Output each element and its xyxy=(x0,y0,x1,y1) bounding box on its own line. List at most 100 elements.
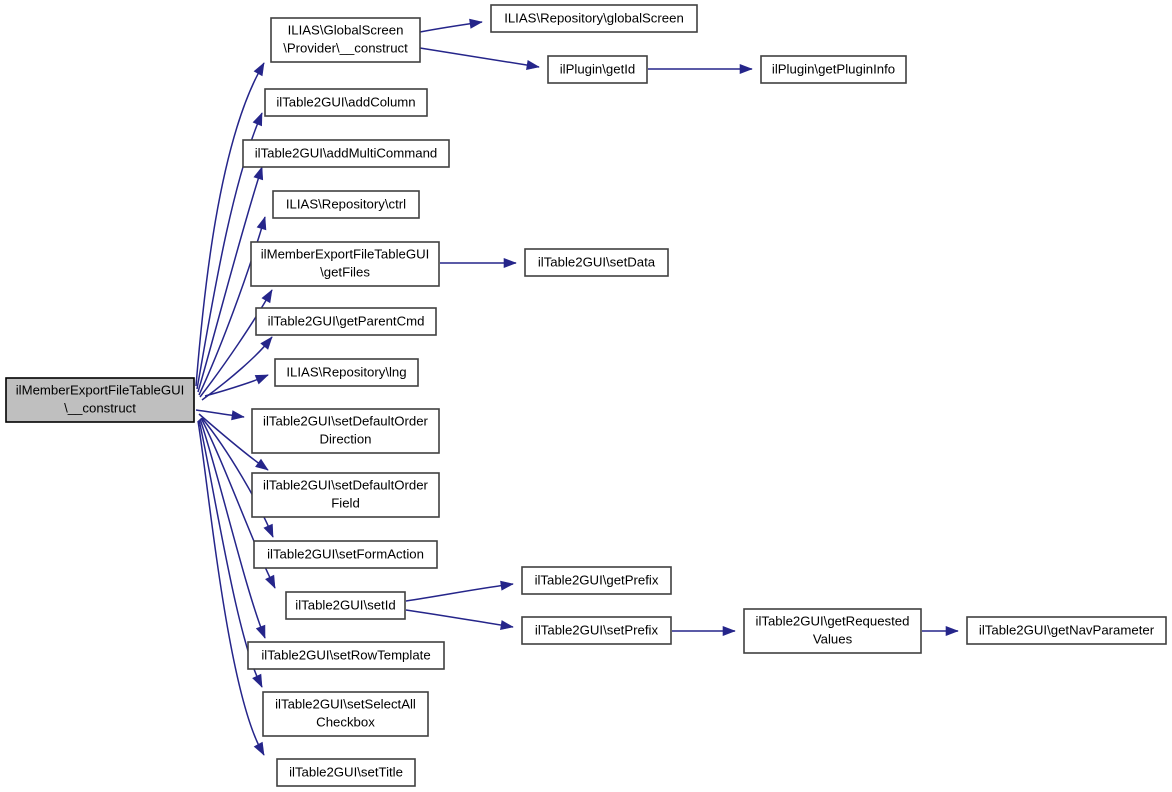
call-edge-arrowhead xyxy=(252,112,263,127)
node-label: ilTable2GUI\getRequested xyxy=(756,613,910,628)
node-label: Field xyxy=(331,495,360,510)
node-label: ILIAS\Repository\globalScreen xyxy=(504,10,684,25)
call-edge xyxy=(198,216,266,396)
call-edge-arrowhead xyxy=(255,458,269,471)
graph-node-ilplugin_getid[interactable]: ilPlugin\getId xyxy=(547,55,648,84)
graph-node-setdata[interactable]: ilTable2GUI\setData xyxy=(524,248,669,277)
node-box[interactable] xyxy=(255,307,437,336)
call-edge-arrowhead xyxy=(261,289,273,304)
node-label: ilTable2GUI\setSelectAll xyxy=(275,696,416,711)
node-box[interactable] xyxy=(760,55,907,84)
graph-node-settitle[interactable]: ilTable2GUI\setTitle xyxy=(276,758,416,787)
node-label: ilTable2GUI\setDefaultOrder xyxy=(263,477,429,492)
node-label: \__construct xyxy=(64,400,136,415)
node-label: ilMemberExportFileTableGUI xyxy=(261,246,430,261)
node-box[interactable] xyxy=(253,540,438,569)
node-box[interactable] xyxy=(524,248,669,277)
node-box[interactable] xyxy=(276,758,416,787)
node-label: ilTable2GUI\setId xyxy=(295,597,395,612)
call-edge xyxy=(405,609,514,628)
call-edge-arrowhead xyxy=(255,624,266,639)
node-label: ILIAS\Repository\ctrl xyxy=(286,196,406,211)
node-box[interactable] xyxy=(264,88,428,117)
node-label: ilTable2GUI\addColumn xyxy=(276,94,415,109)
node-label: ilPlugin\getId xyxy=(560,61,636,76)
call-edge-arrowhead xyxy=(722,625,736,637)
node-box[interactable] xyxy=(521,566,672,595)
node-label: ilTable2GUI\setFormAction xyxy=(267,546,424,561)
call-edge xyxy=(195,62,265,387)
call-edge-arrowhead xyxy=(253,62,265,77)
graph-node-setformaction[interactable]: ilTable2GUI\setFormAction xyxy=(253,540,438,569)
node-label: ilTable2GUI\setDefaultOrder xyxy=(263,413,429,428)
call-edge-arrowhead xyxy=(231,410,245,421)
call-edge xyxy=(201,417,274,538)
call-edge-arrowhead xyxy=(945,625,959,637)
node-box[interactable] xyxy=(274,358,419,387)
call-edge-arrowhead xyxy=(256,216,267,231)
node-label: ilTable2GUI\addMultiCommand xyxy=(255,145,438,160)
node-label: ILIAS\GlobalScreen xyxy=(288,22,404,37)
node-box[interactable] xyxy=(966,616,1167,645)
graph-node-getprefix[interactable]: ilTable2GUI\getPrefix xyxy=(521,566,672,595)
node-box[interactable] xyxy=(262,691,429,737)
node-box[interactable] xyxy=(247,641,445,670)
call-edge xyxy=(197,166,263,393)
node-box[interactable] xyxy=(743,608,922,654)
graph-node-setprefix[interactable]: ilTable2GUI\setPrefix xyxy=(521,616,672,645)
graph-node-getparentcmd[interactable]: ilTable2GUI\getParentCmd xyxy=(255,307,437,336)
node-box[interactable] xyxy=(490,4,698,33)
call-edge-arrowhead xyxy=(252,673,263,688)
call-edge xyxy=(200,417,276,589)
call-edge-arrowhead xyxy=(500,620,514,631)
call-edge-arrowhead xyxy=(265,574,276,589)
graph-node-setrowtemplate[interactable]: ilTable2GUI\setRowTemplate xyxy=(247,641,445,670)
call-edge-arrowhead xyxy=(254,374,269,385)
call-edge-arrowhead xyxy=(253,166,264,181)
graph-node-repository_lng[interactable]: ILIAS\Repository\lng xyxy=(274,358,419,387)
node-box[interactable] xyxy=(251,408,440,454)
node-box[interactable] xyxy=(272,190,420,219)
node-label: ILIAS\Repository\lng xyxy=(286,364,406,379)
graph-node-ilplugin_getplugininfo[interactable]: ilPlugin\getPluginInfo xyxy=(760,55,907,84)
graph-node-getnavparameter[interactable]: ilTable2GUI\getNavParameter xyxy=(966,616,1167,645)
node-label: ilTable2GUI\getPrefix xyxy=(535,572,659,587)
graph-node-setid[interactable]: ilTable2GUI\setId xyxy=(285,591,406,620)
call-edge xyxy=(199,418,266,639)
graph-node-repository_ctrl[interactable]: ILIAS\Repository\ctrl xyxy=(272,190,420,219)
node-box[interactable] xyxy=(285,591,406,620)
graph-node-root[interactable]: ilMemberExportFileTableGUI\__construct xyxy=(5,377,195,423)
node-label: Checkbox xyxy=(316,714,375,729)
node-box[interactable] xyxy=(270,17,421,63)
call-edge-arrowhead xyxy=(503,257,517,269)
call-edge xyxy=(199,289,273,398)
node-box[interactable] xyxy=(251,472,440,518)
node-label: ilTable2GUI\setTitle xyxy=(289,764,403,779)
node-label: \getFiles xyxy=(320,264,370,279)
graph-node-getfiles[interactable]: ilMemberExportFileTableGUI \getFiles xyxy=(250,241,440,287)
node-box[interactable] xyxy=(242,139,450,168)
node-box[interactable] xyxy=(547,55,648,84)
node-box[interactable] xyxy=(250,241,440,287)
call-edge-arrowhead xyxy=(263,523,274,538)
graph-node-addcolumn[interactable]: ilTable2GUI\addColumn xyxy=(264,88,428,117)
node-label: \Provider\__construct xyxy=(283,40,408,55)
call-edge-arrowhead xyxy=(469,18,483,29)
node-box[interactable] xyxy=(521,616,672,645)
call-edge xyxy=(405,583,514,602)
node-label: ilPlugin\getPluginInfo xyxy=(772,61,895,76)
call-edge-arrowhead xyxy=(260,336,273,350)
node-box[interactable] xyxy=(5,377,195,423)
call-edge-arrowhead xyxy=(253,741,265,756)
graph-node-repository_globalscreen[interactable]: ILIAS\Repository\globalScreen xyxy=(490,4,698,33)
graph-node-addmulticommand[interactable]: ilTable2GUI\addMultiCommand xyxy=(242,139,450,168)
node-label: ilTable2GUI\setRowTemplate xyxy=(261,647,430,662)
graph-node-globalscreen_provider_construct[interactable]: ILIAS\GlobalScreen \Provider\__construct xyxy=(270,17,421,63)
call-edge-arrowhead xyxy=(526,60,540,70)
node-label: Direction xyxy=(319,431,371,446)
